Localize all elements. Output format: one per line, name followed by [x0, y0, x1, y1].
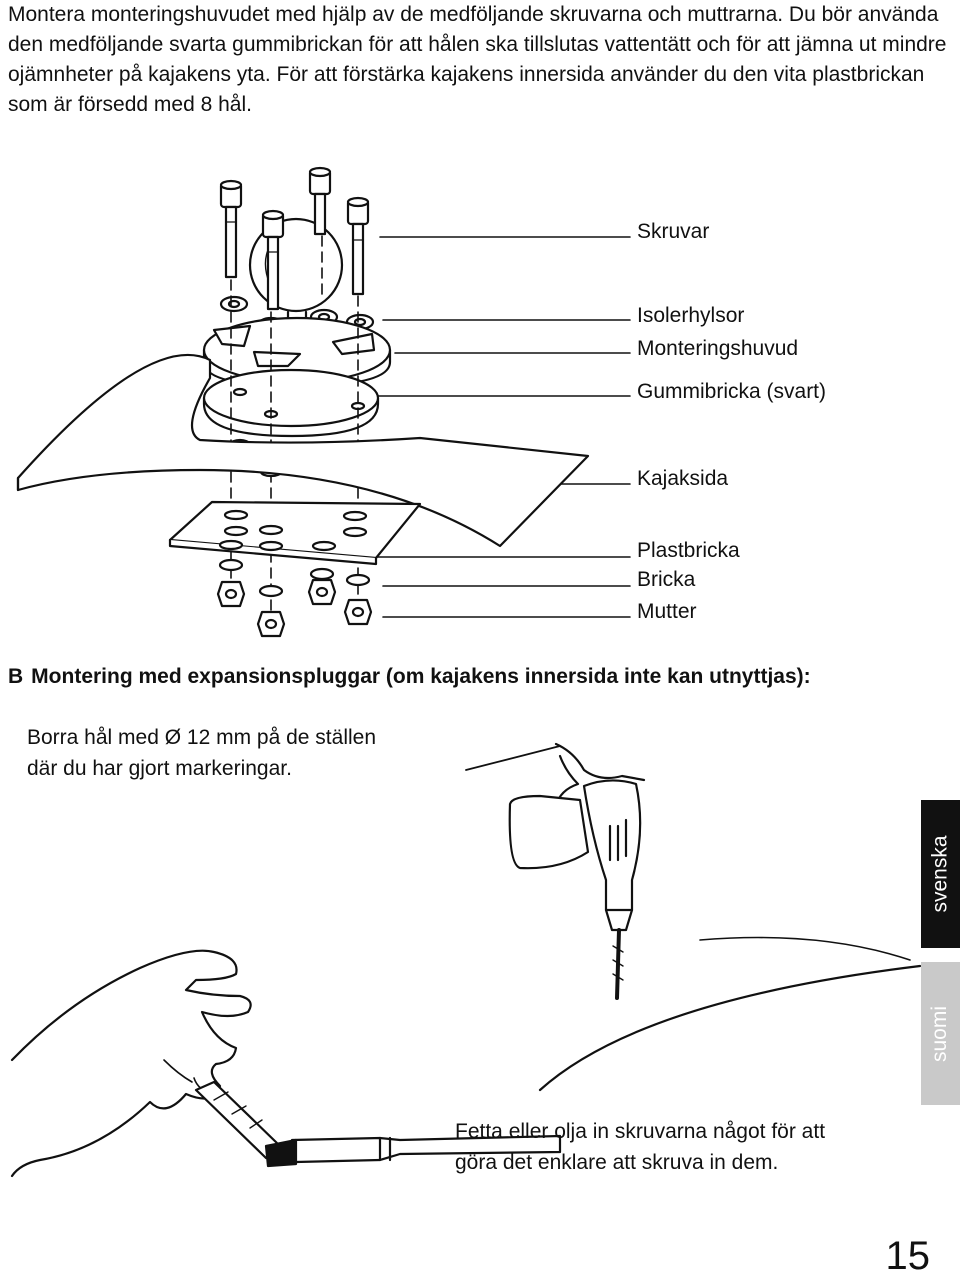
- section-b-heading: B Montering med expansionspluggar (om kaj…: [8, 664, 811, 690]
- section-title: Montering med expansionspluggar (om kaja…: [31, 665, 811, 688]
- kayak-hull-surface: [538, 964, 922, 1092]
- washers: [218, 558, 371, 598]
- language-tab-label: svenska: [928, 835, 952, 913]
- hand: [10, 949, 252, 1178]
- step-grease-line-1: Fetta eller olja in skruvarna något för …: [455, 1120, 826, 1143]
- step-grease-line-2: göra det enklare att skruva in dem.: [455, 1151, 779, 1174]
- plastic-plate: [168, 500, 422, 566]
- label-isolerhylsor: Isolerhylsor: [637, 304, 745, 327]
- page-number: 15: [885, 1234, 931, 1278]
- label-gummibricka: Gummibricka (svart): [637, 380, 827, 403]
- nuts: [216, 578, 373, 638]
- drill-bit: [615, 928, 621, 1000]
- step-drill-line-1: Borra hål med Ø 12 mm på de ställen: [27, 726, 377, 749]
- drill-battery: [508, 794, 590, 870]
- rubber-washer: [202, 368, 380, 438]
- screw: [261, 209, 285, 311]
- label-kajaksida: Kajaksida: [637, 467, 729, 490]
- section-letter: B: [8, 665, 24, 688]
- brush: [290, 1134, 562, 1164]
- label-plastbricka: Plastbricka: [637, 539, 740, 562]
- step-grease-text: Fetta eller olja in skruvarna något för …: [455, 1116, 825, 1178]
- step-drill-text: Borra hål med Ø 12 mm på de ställen där …: [27, 722, 376, 784]
- kayak-side-panel: [16, 353, 590, 548]
- drill-chuck: [604, 908, 634, 932]
- screw: [308, 166, 332, 236]
- language-tab-svenska[interactable]: svenska: [921, 800, 960, 948]
- label-monteringshuvud: Monteringshuvud: [637, 337, 799, 360]
- leader-lines: [371, 236, 631, 618]
- screw: [346, 196, 370, 296]
- step-drill-line-2: där du har gjort markeringar.: [27, 757, 292, 780]
- screw: [219, 179, 243, 279]
- intro-paragraph: Montera monteringshuvudet med hjälp av d…: [8, 3, 947, 116]
- label-bricka: Bricka: [637, 568, 696, 591]
- label-mutter: Mutter: [637, 600, 697, 623]
- label-skruvar: Skruvar: [637, 220, 710, 243]
- language-tab-label: suomi: [928, 1005, 952, 1062]
- language-tab-suomi[interactable]: suomi: [921, 962, 960, 1105]
